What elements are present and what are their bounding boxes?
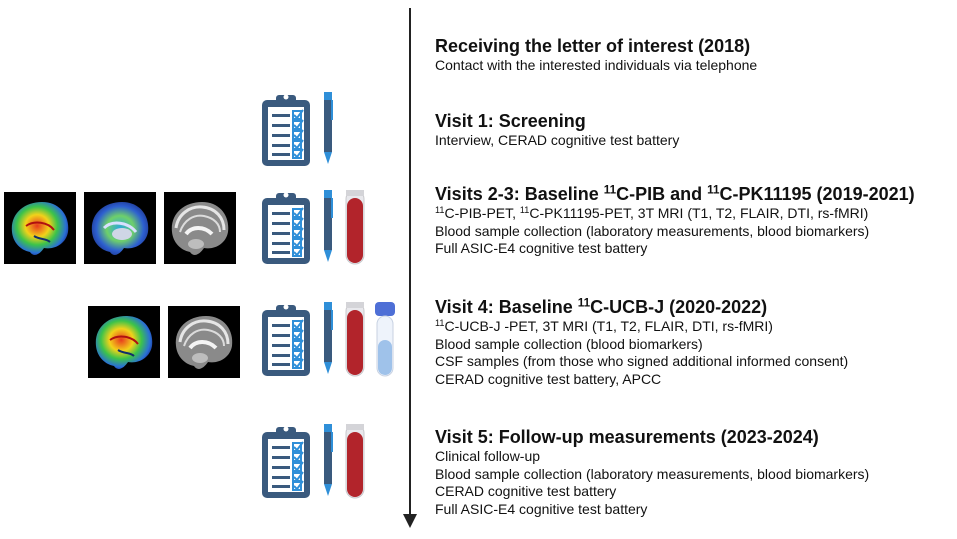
pen-icon	[321, 190, 335, 266]
timeline-entry-visit1: Visit 1: Screening Interview, CERAD cogn…	[435, 110, 955, 150]
clipboard-checklist-icon	[258, 424, 314, 500]
entry-line: Contact with the interested individuals …	[435, 57, 758, 73]
entry-line: CERAD cognitive test battery, APCC	[435, 370, 662, 387]
mri-brain-scan	[164, 192, 236, 264]
csf-tube-icon	[374, 302, 396, 378]
entry-line: Full ASIC-E4 cognitive test battery	[435, 240, 648, 256]
timeline-line	[409, 8, 411, 516]
timeline-entry-visit5: Visit 5: Follow-up measurements (2023-20…	[435, 426, 955, 518]
timeline-entry-visit4: Visit 4: Baseline 11C-UCB-J (2020-2022) …	[435, 296, 955, 388]
entry-line: CSF samples (from those who signed addit…	[435, 353, 849, 369]
pet-brain-scan	[84, 192, 156, 264]
entry-title: Visit 1: Screening	[435, 111, 586, 131]
timeline-entry-letter: Receiving the letter of interest (2018) …	[435, 35, 955, 75]
entry-line: Interview, CERAD cognitive test battery	[435, 132, 680, 148]
mri-brain-scan	[168, 306, 240, 378]
timeline-arrow-icon	[403, 514, 417, 528]
entry-line: Full ASIC-E4 cognitive test battery	[435, 500, 648, 517]
blood-tube-icon	[344, 424, 366, 500]
blood-tube-icon	[344, 190, 366, 266]
blood-tube-icon	[344, 302, 366, 378]
entry-title: Visit 5: Follow-up measurements (2023-20…	[435, 427, 819, 447]
clipboard-checklist-icon	[258, 92, 314, 168]
pen-icon	[321, 302, 335, 378]
entry-line: CERAD cognitive test battery	[435, 483, 617, 499]
entry-title: Visit 4: Baseline 11C-UCB-J (2020-2022)	[435, 296, 768, 317]
pen-icon	[321, 92, 335, 168]
timeline-entry-visit2-3: Visits 2-3: Baseline 11C-PIB and 11C-PK1…	[435, 183, 955, 258]
entry-line: 11C-UCB-J -PET, 3T MRI (T1, T2, FLAIR, D…	[435, 318, 773, 334]
entry-line: Blood sample collection (laboratory meas…	[435, 222, 870, 239]
entry-line: Blood sample collection (blood biomarker…	[435, 335, 703, 352]
entry-title: Visits 2-3: Baseline 11C-PIB and 11C-PK1…	[435, 183, 915, 204]
entry-line: 11C-PIB-PET, 11C-PK11195-PET, 3T MRI (T1…	[435, 205, 869, 221]
clipboard-checklist-icon	[258, 302, 314, 378]
clipboard-checklist-icon	[258, 190, 314, 266]
entry-line: Blood sample collection (laboratory meas…	[435, 465, 870, 482]
entry-line: Clinical follow-up	[435, 448, 541, 464]
pet-brain-scan	[88, 306, 160, 378]
pet-brain-scan	[4, 192, 76, 264]
pen-icon	[321, 424, 335, 500]
entry-title: Receiving the letter of interest (2018)	[435, 36, 751, 56]
